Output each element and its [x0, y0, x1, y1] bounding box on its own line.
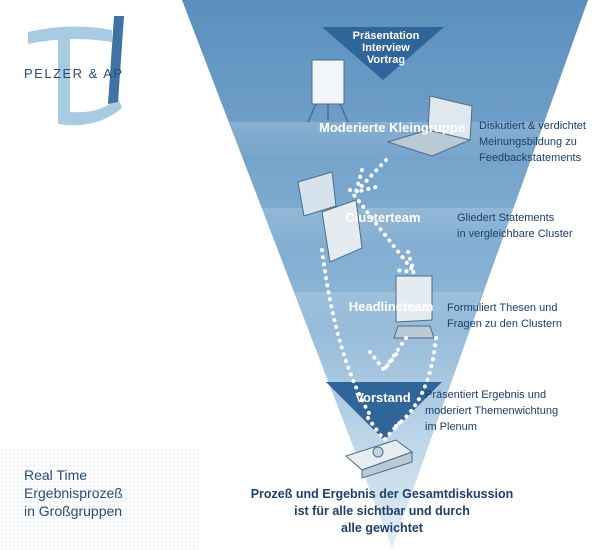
logo-icon [28, 16, 124, 126]
summary-line: Prozeß und Ergebnis der Gesamtdiskussion [250, 487, 514, 501]
step-description-kleingruppe: Diskutiert & verdichtet Meinungsbildung … [479, 118, 586, 166]
description-line: Fragen zu den Clustern [447, 318, 562, 330]
sidebar-caption: Real Time Ergebnisprozeß in Großgruppen [24, 466, 123, 520]
description-line: Präsentiert Ergebnis und [425, 389, 547, 401]
description-line: Meinungsbildung zu [479, 136, 577, 148]
step-label-vorstand: Vorstand [355, 390, 411, 405]
summary-line: ist für alle sichtbar und durch [294, 504, 470, 518]
vorstand-triangle [326, 382, 442, 440]
band-headlineteam [290, 292, 482, 330]
step-label-kleingruppe: Moderierte Kleingruppe [319, 120, 465, 135]
caption-box [0, 447, 198, 550]
flipchart-icon [307, 59, 349, 123]
top-label-line: Präsentation [352, 30, 420, 42]
summary-line: alle gewichtet [341, 521, 423, 535]
logo-text: PELZER & AP [24, 66, 124, 81]
caption-line: Real Time [24, 467, 88, 483]
top-label-line: Vortrag [366, 54, 406, 66]
top-label-line: Interview [362, 42, 410, 54]
description-line: in vergleichbare Cluster [457, 228, 573, 240]
step-description-headlineteam: Formuliert Thesen und Fragen zu den Clus… [447, 300, 562, 332]
caption-line: in Großgruppen [24, 503, 123, 519]
top-label: Präsentation Interview Vortrag [338, 30, 434, 66]
step-label-headlineteam: Headlineteam [348, 299, 434, 314]
description-line: Formuliert Thesen und [447, 302, 558, 314]
description-line: moderiert Themenwichtung [425, 405, 559, 417]
step-description-clusterteam: Gliedert Statements in vergleichbare Clu… [457, 210, 573, 242]
top-triangle [322, 27, 444, 80]
dotted-arrow-icon [320, 158, 438, 444]
step-description-vorstand: Präsentiert Ergebnis und moderiert Theme… [425, 387, 558, 435]
caption-line: Ergebnisprozeß [24, 485, 123, 501]
description-line: im Plenum [425, 421, 477, 433]
description-line: Feedbackstatements [479, 152, 582, 164]
projector-icon [345, 439, 414, 479]
monitor-icon [297, 171, 435, 339]
laptop-icon [386, 95, 473, 157]
description-line: Diskutiert & verdichtet [479, 120, 586, 132]
description-line: Gliedert Statements [457, 212, 555, 224]
band-clusterteam [257, 208, 514, 246]
bottom-summary: Prozeß und Ergebnis der Gesamtdiskussion… [232, 486, 532, 537]
step-label-clusterteam: Clusterteam [345, 210, 421, 225]
